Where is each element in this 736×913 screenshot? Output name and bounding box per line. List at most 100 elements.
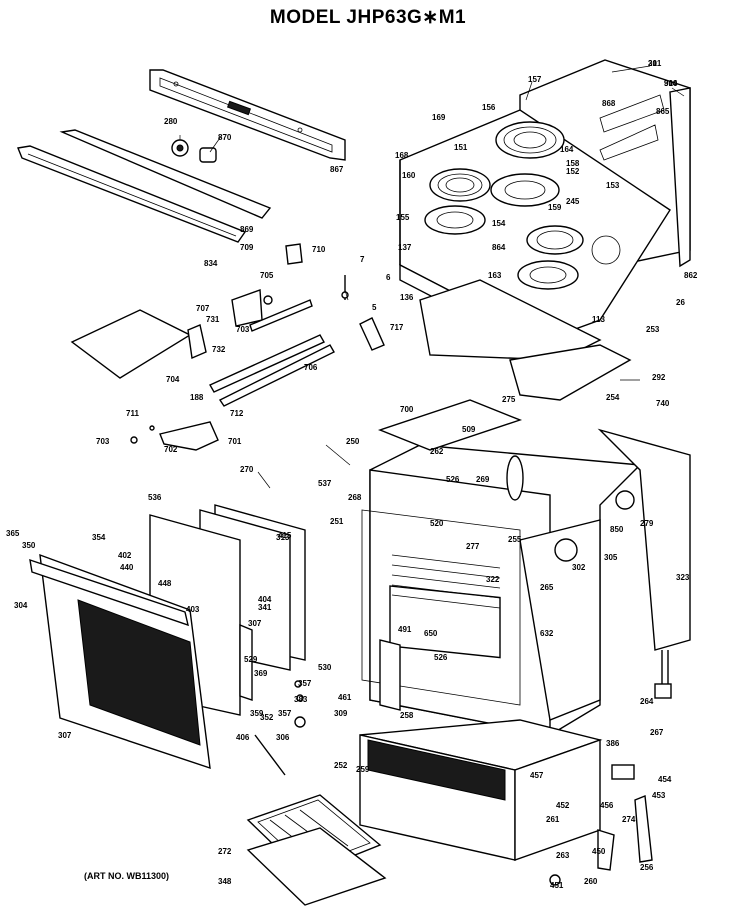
bottom-hinge-parts <box>549 764 653 886</box>
part-callout: 868 <box>602 99 616 108</box>
part-callout: 867 <box>330 165 344 174</box>
part-callout: 529 <box>244 655 258 664</box>
diagram-title: MODEL JHP63G∗M1 <box>269 7 467 28</box>
part-callout: 530 <box>318 663 332 672</box>
part-callout: 650 <box>424 629 438 638</box>
part-callout: 451 <box>550 881 564 890</box>
part-callout: 261 <box>546 815 560 824</box>
part-callout: 406 <box>236 733 250 742</box>
part-callout: 526 <box>446 475 460 484</box>
part-callout: 457 <box>530 771 544 780</box>
part-callout: 156 <box>482 103 496 112</box>
part-callout: 357 <box>298 679 312 688</box>
part-callout: 452 <box>556 801 570 810</box>
part-callout: 350 <box>22 541 36 550</box>
part-callout: 262 <box>430 447 444 456</box>
lower-trim-strip <box>17 145 247 243</box>
part-callout: 264 <box>640 697 654 706</box>
part-callout: 461 <box>338 693 352 702</box>
part-callout: 850 <box>610 525 624 534</box>
part-callout: 155 <box>396 213 410 222</box>
part-callout: 864 <box>492 243 506 252</box>
part-callout: 275 <box>502 395 516 404</box>
part-callout: 5 <box>372 303 377 312</box>
part-callout: 537 <box>318 479 332 488</box>
part-callout: 536 <box>148 493 162 502</box>
part-callout: 245 <box>566 197 580 206</box>
part-callout: 6 <box>386 273 391 282</box>
part-callout-labels: 2191415786886515616416916815116015815215… <box>6 59 698 890</box>
part-callout: 252 <box>334 761 348 770</box>
part-callout: 307 <box>58 731 72 740</box>
part-callout: 265 <box>540 583 554 592</box>
part-callout: 152 <box>566 167 580 176</box>
outer-wrap-panels <box>377 399 691 721</box>
part-callout: 251 <box>330 517 344 526</box>
knob-parts <box>171 139 217 163</box>
part-callout: 260 <box>584 877 598 886</box>
part-callout: 354 <box>92 533 106 542</box>
part-callout: 448 <box>158 579 172 588</box>
part-callout: 732 <box>212 345 226 354</box>
part-callout: 454 <box>658 775 672 784</box>
part-callout: 188 <box>190 393 204 402</box>
part-callout: 270 <box>240 465 254 474</box>
part-callout: 707 <box>196 304 210 313</box>
part-callout: 834 <box>204 259 218 268</box>
part-callout: 705 <box>260 271 274 280</box>
part-callout: 402 <box>118 551 132 560</box>
part-callout: 304 <box>14 601 28 610</box>
front-trim-strip <box>59 129 272 219</box>
part-callout: 369 <box>254 669 268 678</box>
part-callout: 731 <box>206 315 220 324</box>
part-callout: 309 <box>334 709 348 718</box>
part-callout: 703 <box>236 325 250 334</box>
part-callout: 300 <box>664 79 678 88</box>
part-callout: 702 <box>164 445 178 454</box>
part-callout: 256 <box>640 863 654 872</box>
part-callout: 450 <box>592 847 606 856</box>
part-callout: 352 <box>260 713 274 722</box>
part-callout: 491 <box>398 625 412 634</box>
part-callout: 163 <box>488 271 502 280</box>
part-callout: 341 <box>258 603 272 612</box>
part-callout: 359 <box>250 709 264 718</box>
part-callout: 711 <box>126 409 139 418</box>
part-callout: 386 <box>606 739 620 748</box>
art-number: (ART NO. WB11300) <box>84 871 170 881</box>
part-callout: 710 <box>312 245 326 254</box>
part-callout: 440 <box>120 563 134 572</box>
part-callout: 323 <box>676 573 690 582</box>
part-callout: 113 <box>592 315 605 324</box>
part-callout: 322 <box>486 575 500 584</box>
callout-leaders <box>179 65 685 489</box>
part-callout: 26 <box>676 298 685 307</box>
part-callout: 292 <box>652 373 666 382</box>
door-lock-assembly <box>130 421 219 451</box>
part-callout: 700 <box>400 405 414 414</box>
part-callout: 703 <box>96 437 110 446</box>
part-callout: 137 <box>398 243 412 252</box>
part-callout: 509 <box>462 425 476 434</box>
broiler-pan-insert <box>70 309 192 379</box>
part-callout: 712 <box>230 409 244 418</box>
part-callout: 259 <box>356 765 370 774</box>
part-callout: 453 <box>652 791 666 800</box>
part-callout: 870 <box>218 133 232 142</box>
part-callout: 307 <box>248 619 262 628</box>
part-callout: 267 <box>650 728 664 737</box>
part-callout: 869 <box>240 225 254 234</box>
part-callout: 306 <box>276 733 290 742</box>
part-callout: 277 <box>466 542 480 551</box>
part-callout: 268 <box>348 493 362 502</box>
part-callout: 717 <box>390 323 404 332</box>
right-terminal-block <box>654 650 672 699</box>
part-callout: 253 <box>646 325 660 334</box>
part-callout: 7 <box>360 255 365 264</box>
part-callout: 348 <box>218 877 232 886</box>
part-callout: 158 <box>566 159 580 168</box>
part-callout: 914 <box>664 79 678 88</box>
part-callout: 255 <box>508 535 522 544</box>
part-callout: 274 <box>622 815 636 824</box>
